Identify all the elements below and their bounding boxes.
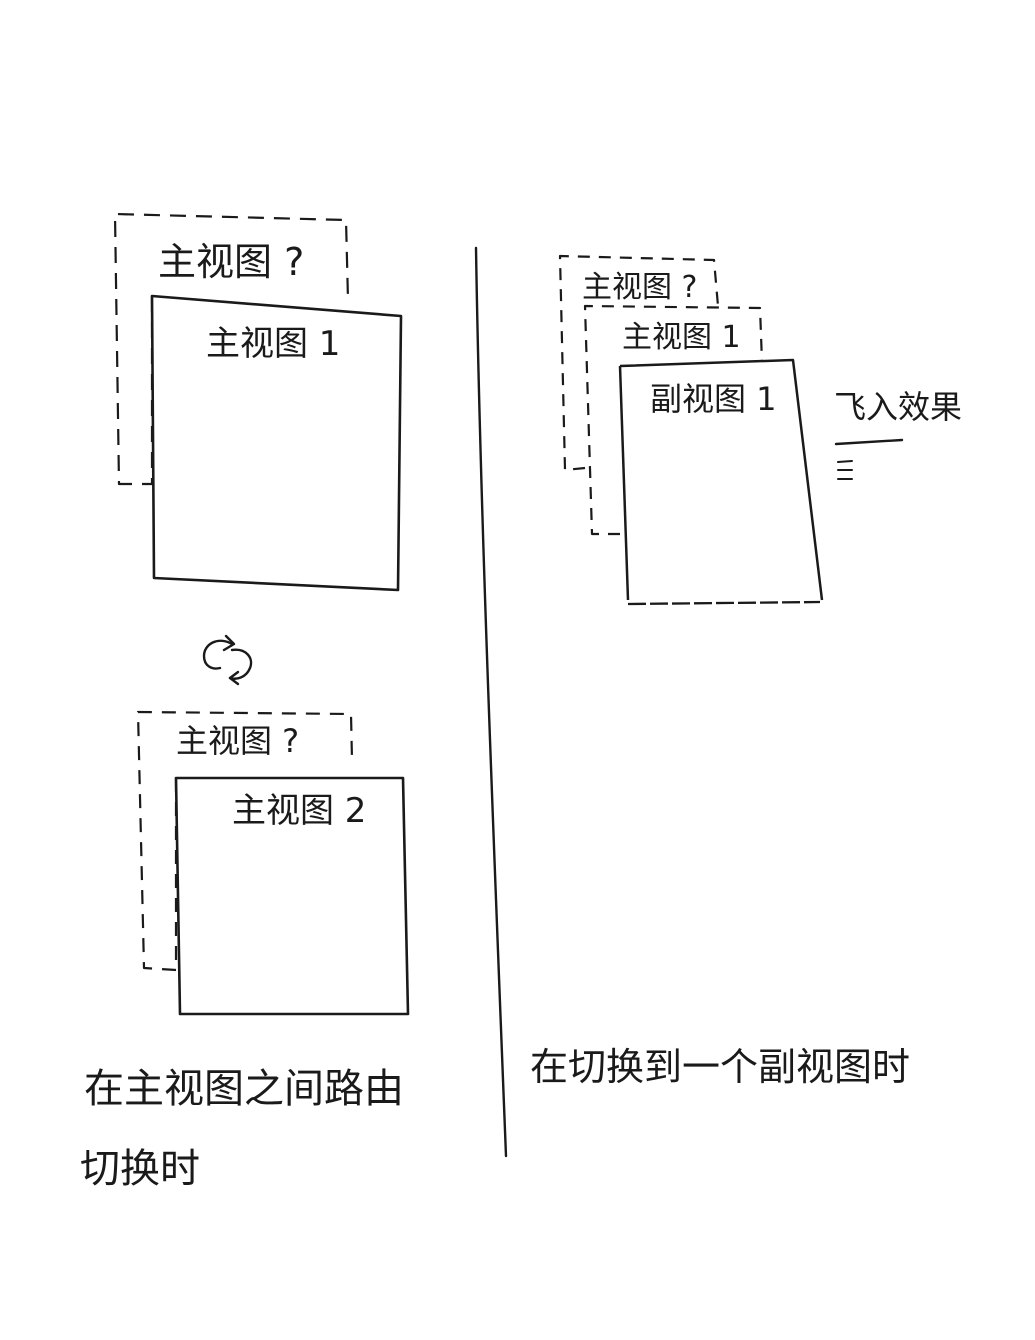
effect-label: 飞入效果: [834, 388, 962, 426]
front-card-right-left: [618, 365, 630, 601]
front-card-label-2: 主视图 2: [232, 791, 366, 831]
back-card-label-2: 主视图 ?: [176, 722, 299, 760]
front-card-2: [174, 776, 410, 1016]
left-caption-line2: 切换时: [80, 1146, 200, 1192]
left-diagram-bottom: 主视图 ? 主视图 2: [136, 710, 410, 1016]
middle-card-outline: [583, 304, 764, 536]
front-card: [150, 294, 403, 592]
front-card-right-bottom: [627, 600, 821, 606]
front-card-label: 主视图 1: [206, 324, 340, 364]
rear-card-label: 主视图 ?: [582, 270, 697, 305]
right-caption: 在切换到一个副视图时: [530, 1045, 910, 1089]
speed-lines-icon: [834, 438, 904, 480]
back-card-label: 主视图 ?: [158, 240, 304, 284]
front-card-right: [619, 358, 824, 601]
refresh-cycle-icon: [202, 634, 253, 686]
rear-card-outline: [558, 254, 720, 472]
middle-card-label: 主视图 1: [622, 320, 741, 355]
panel-divider: [474, 246, 508, 1158]
right-diagram: 主视图 ? 主视图 1 副视图 1: [558, 254, 824, 606]
front-card-right-label: 副视图 1: [650, 380, 777, 418]
left-diagram-top: 主视图 ? 主视图 1: [113, 212, 403, 592]
left-caption-line1: 在主视图之间路由: [84, 1066, 404, 1112]
back-card-outline-2: [136, 710, 354, 972]
